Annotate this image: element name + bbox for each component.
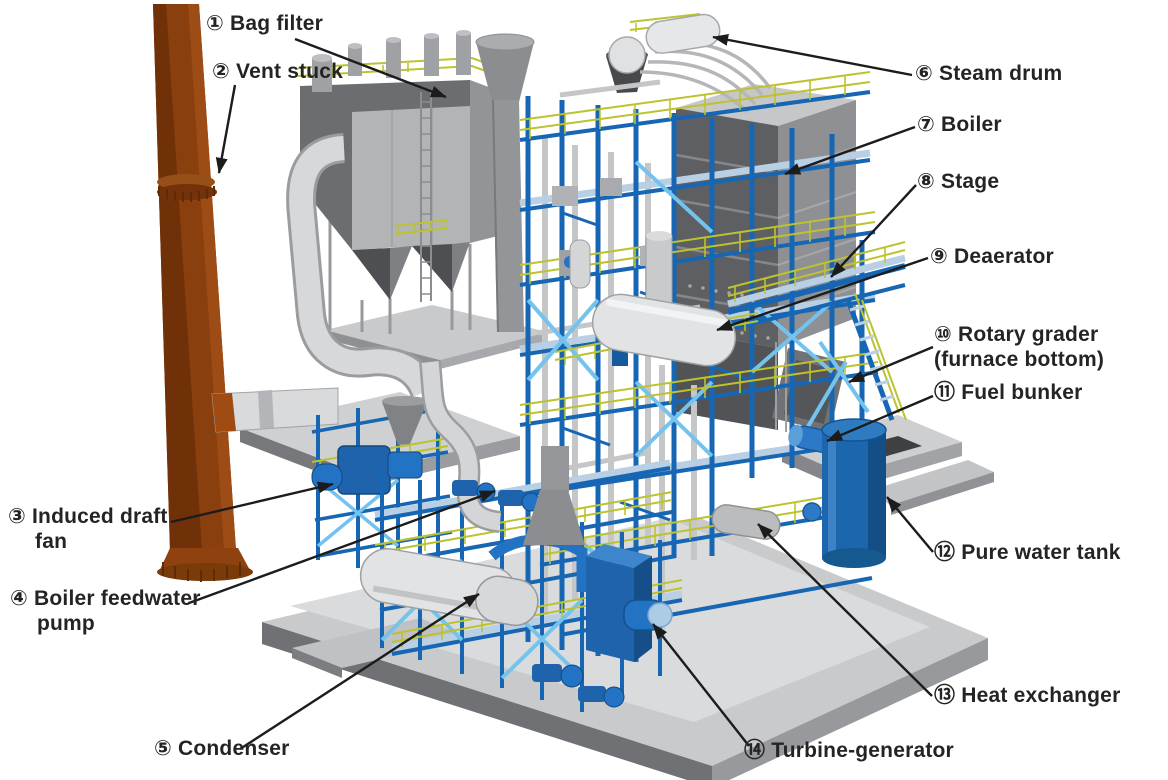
label-pure-water-tank: ⑫ Pure water tank xyxy=(934,541,1121,564)
callout-arrows xyxy=(170,33,934,751)
label-steam-drum: ⑥ Steam drum xyxy=(915,62,1063,85)
arrow-boiler xyxy=(784,125,916,176)
arrow-vent-stack xyxy=(215,84,237,174)
bag-filter xyxy=(297,30,506,334)
label-boiler-feedwater-pump: ④ Boiler feedwater pump xyxy=(10,587,201,635)
label-condenser: ⑤ Condenser xyxy=(154,737,290,760)
label-stage: ⑧ Stage xyxy=(917,170,1000,193)
label-turbine-generator: ⑭ Turbine-generator xyxy=(744,739,954,762)
arrow-fuel-bunker xyxy=(826,394,934,443)
label-rotary-grader: ⑩ Rotary grader (furnace bottom) xyxy=(934,323,1105,371)
roof-steam-pipes xyxy=(639,40,772,114)
arrow-turbine-generator xyxy=(652,623,750,747)
stack-duct xyxy=(211,387,339,433)
arrow-boiler-feedwater-pump xyxy=(188,489,496,605)
steam-drum xyxy=(608,13,721,74)
arrow-heat-exchanger xyxy=(757,523,933,697)
arrow-rotary-grader xyxy=(848,345,934,384)
label-induced-draft-fan: ③ Induced draft fan xyxy=(8,505,168,553)
label-deaerator: ⑨ Deaerator xyxy=(930,245,1054,268)
arrow-stage xyxy=(830,184,917,278)
stage xyxy=(727,241,907,432)
arrow-condenser xyxy=(239,592,480,751)
label-fuel-bunker: ⑪ Fuel bunker xyxy=(934,381,1083,404)
label-boiler: ⑦ Boiler xyxy=(917,113,1002,136)
arrow-bag-filter xyxy=(294,37,447,99)
label-vent-stack: ② Vent stuck xyxy=(212,60,344,83)
vent-stack xyxy=(153,4,253,582)
label-bag-filter: ① Bag filter xyxy=(206,12,324,35)
arrow-induced-draft-fan xyxy=(170,481,334,524)
turbine-generator xyxy=(523,446,673,662)
arrow-steam-drum xyxy=(712,33,913,77)
deaerator xyxy=(554,231,759,367)
filter-roof-cylinders xyxy=(312,30,471,92)
flue-duct-loop xyxy=(286,133,440,398)
s-duct xyxy=(419,360,502,533)
arrow-deaerator xyxy=(716,256,929,332)
arrow-pure-water-tank xyxy=(886,496,934,553)
label-heat-exchanger: ⑬ Heat exchanger xyxy=(934,684,1121,707)
